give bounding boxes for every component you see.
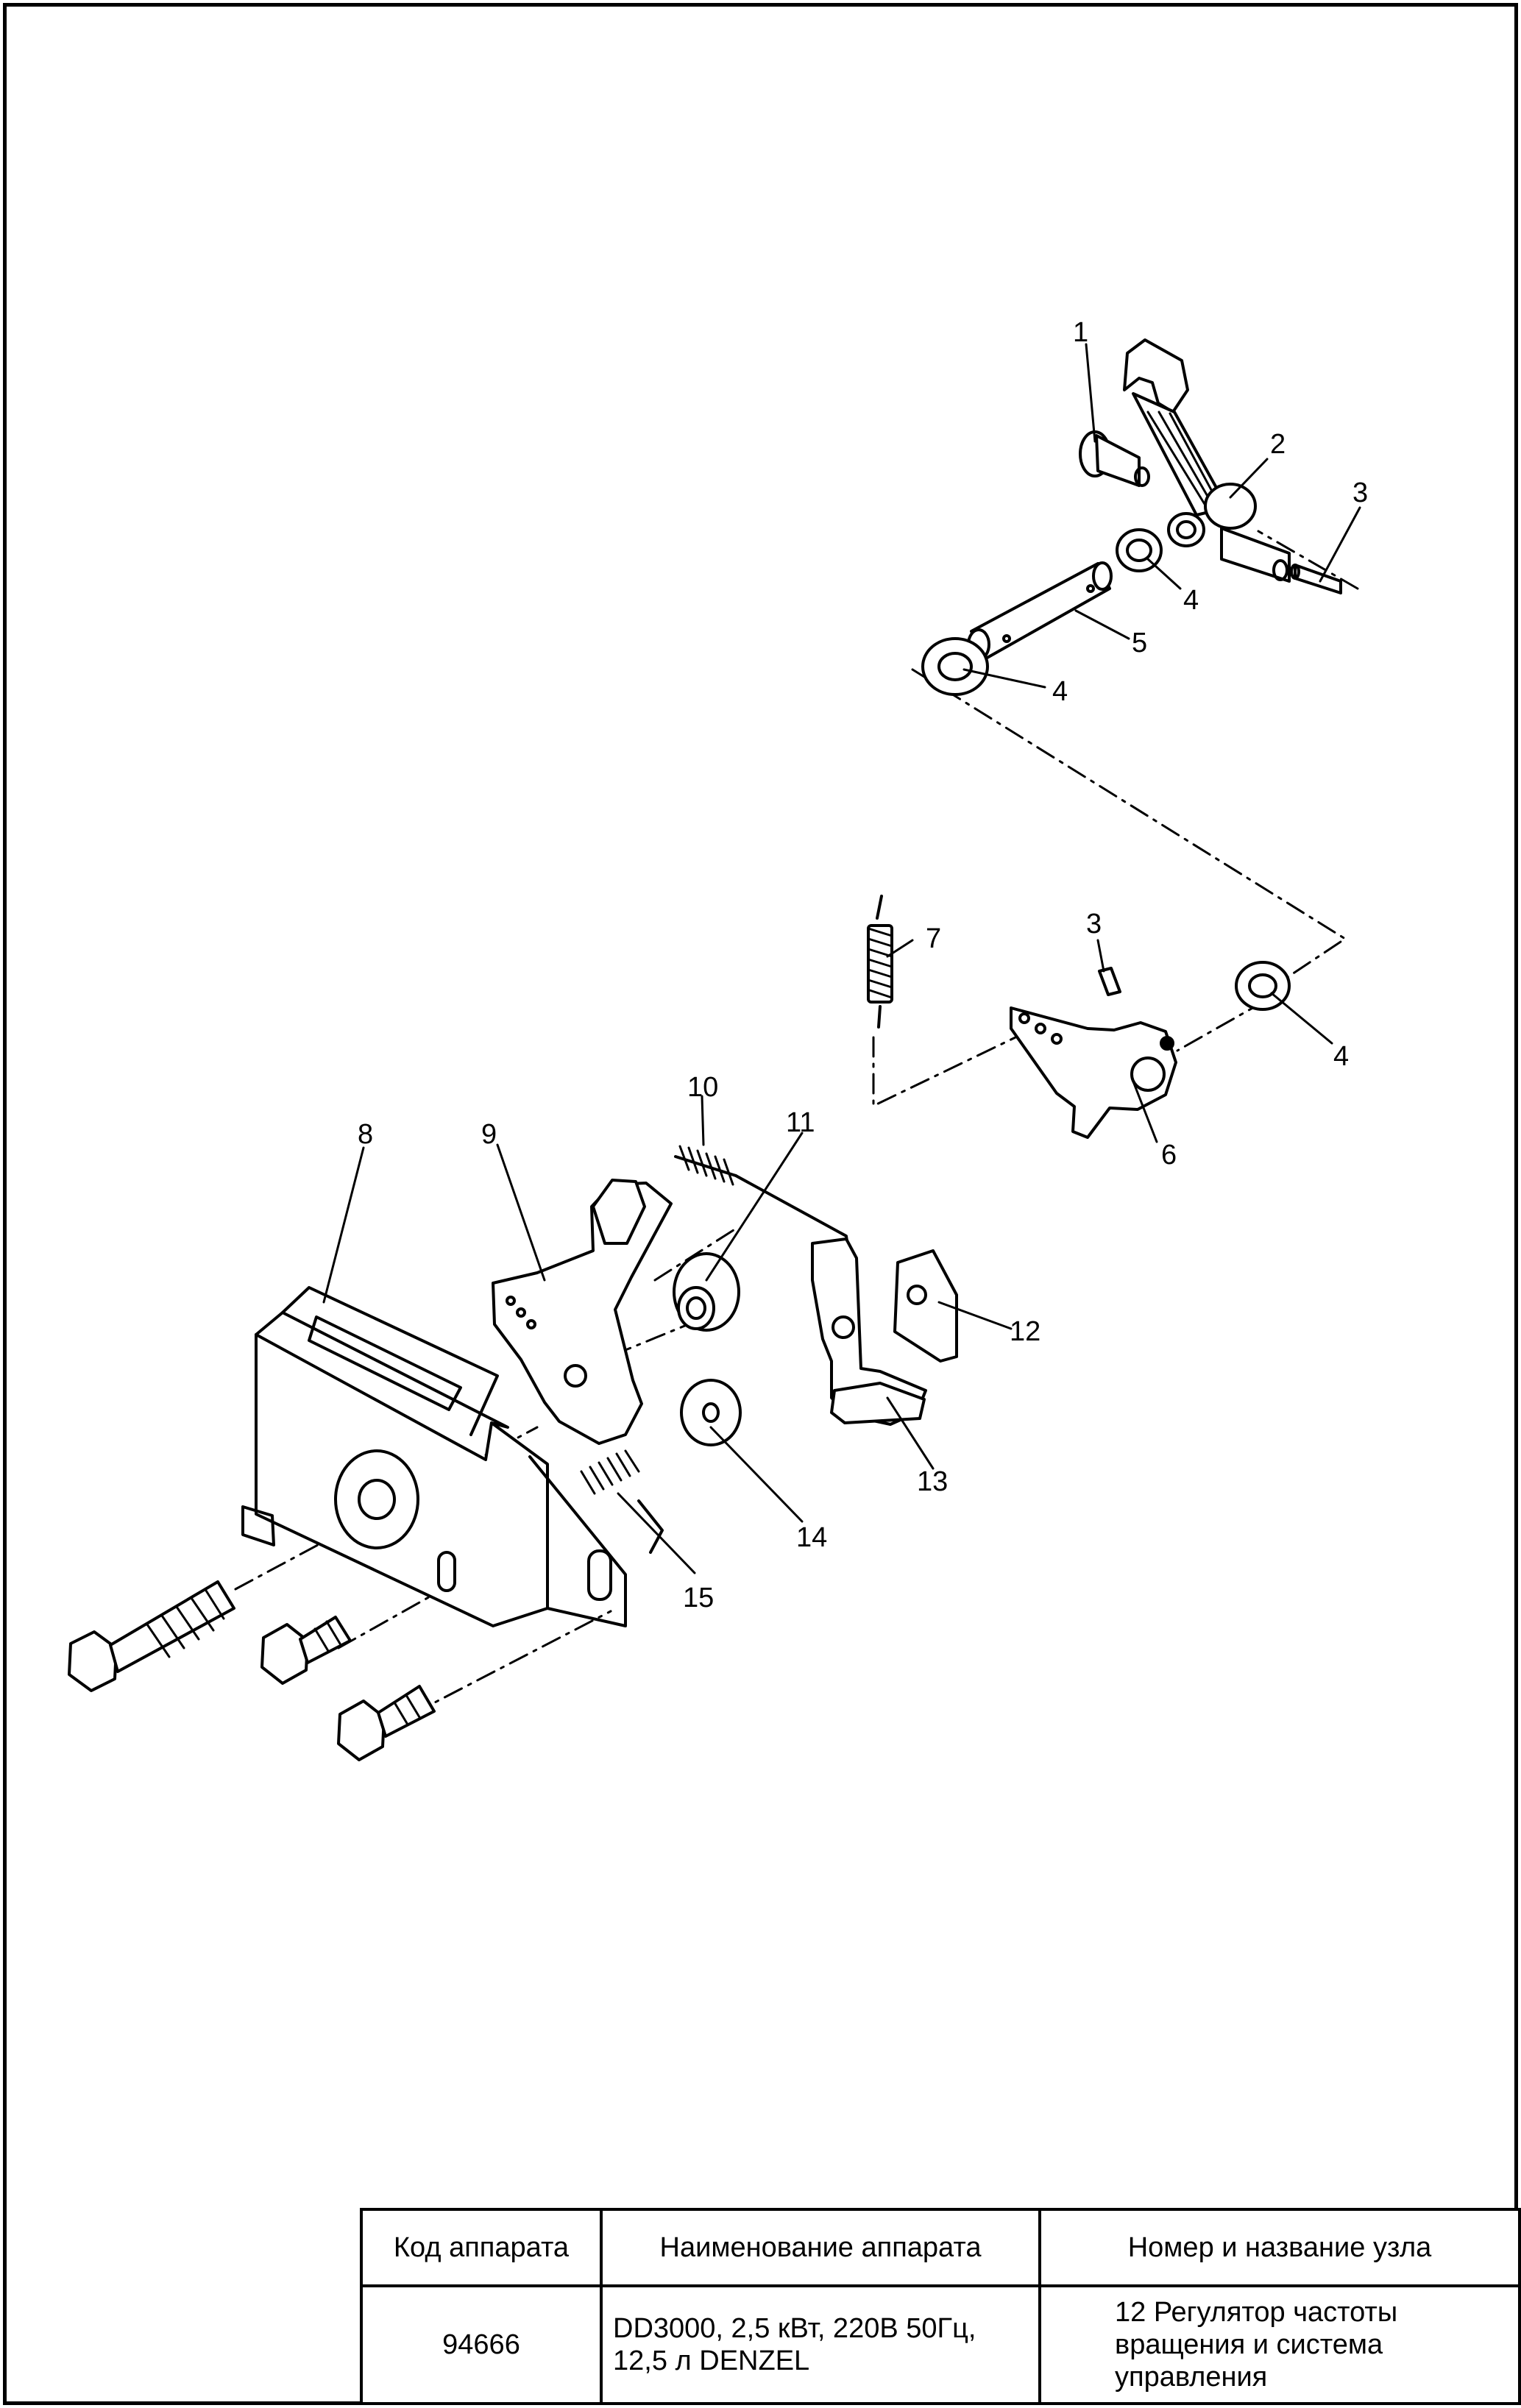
callout-2: 2 [1270, 429, 1286, 460]
part-11-bushing [673, 1252, 740, 1332]
title-block-header-row: Код аппарата Наименование аппарата Номер… [360, 2208, 1521, 2287]
callout-6: 6 [1161, 1140, 1177, 1171]
part-12-pad [893, 1249, 958, 1363]
callout-4-lower: 4 [1333, 1041, 1349, 1072]
bolt-short-upper [260, 1616, 352, 1685]
header-code: Код аппарата [360, 2208, 603, 2287]
callout-3-upper: 3 [1352, 477, 1368, 508]
callout-12: 12 [1010, 1316, 1040, 1347]
title-block: Код аппарата Наименование аппарата Номер… [360, 2208, 1521, 2405]
callout-3-lower: 3 [1086, 909, 1102, 940]
part-5-shaft [967, 561, 1113, 661]
part-15-spring [580, 1449, 664, 1554]
bolt-short-lower [337, 1685, 436, 1761]
callout-8: 8 [358, 1119, 373, 1150]
value-name: DD3000, 2,5 кВт, 220В 50Гц, 12,5 л DENZE… [600, 2284, 1041, 2405]
part-13-governor-arm [811, 1237, 927, 1426]
part-9-throttle-plate [492, 1179, 673, 1445]
part-14-washer [680, 1379, 742, 1446]
callout-5: 5 [1132, 628, 1147, 658]
callout-7: 7 [926, 923, 941, 954]
header-name: Наименование аппарата [600, 2208, 1041, 2287]
callout-4-middle: 4 [1052, 676, 1068, 707]
callout-14: 14 [796, 1522, 827, 1553]
callout-9: 9 [481, 1119, 497, 1150]
bolt-long [68, 1580, 235, 1692]
part-2-control-lever [1123, 338, 1291, 583]
part-7-tension-spring [867, 895, 893, 1029]
callout-10: 10 [687, 1072, 718, 1103]
callout-15: 15 [683, 1583, 714, 1613]
callout-13: 13 [917, 1466, 948, 1497]
part-3-roll-pin-lower [1098, 967, 1121, 996]
callout-11: 11 [786, 1107, 815, 1138]
callout-labels: 1 2 3 4 5 4 7 3 4 6 8 9 10 11 12 13 14 1… [358, 317, 1368, 1613]
value-node: 12 Регулятор частоты вращения и система … [1038, 2284, 1521, 2405]
callout-1: 1 [1073, 317, 1088, 348]
value-code: 94666 [360, 2284, 603, 2405]
header-node: Номер и название узла [1038, 2208, 1521, 2287]
callout-leader-lines [322, 343, 1361, 1574]
part-6-governor-lever [1010, 1006, 1177, 1139]
part-1-clevis-pin [1079, 430, 1150, 487]
part-3-roll-pin-upper [1290, 564, 1342, 594]
part-8-mounting-bracket [241, 1286, 627, 1627]
callout-4-upper: 4 [1183, 585, 1199, 616]
part-4-washer-middle [921, 637, 989, 696]
title-block-value-row: 94666 DD3000, 2,5 кВт, 220В 50Гц, 12,5 л… [360, 2284, 1521, 2405]
